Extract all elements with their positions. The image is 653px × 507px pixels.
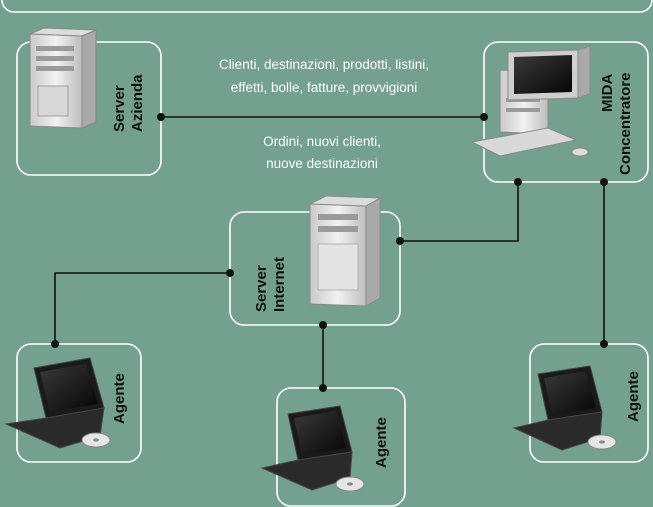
mida-label-line1: MIDA — [599, 74, 616, 112]
flow-outbound-line2: effetti, bolle, fatture, provvigioni — [231, 80, 418, 95]
mida-internet-link — [400, 182, 519, 242]
connector-dot — [480, 113, 488, 121]
agent-left-frame — [16, 343, 142, 463]
connector-dot — [319, 321, 327, 329]
internet-agent-left-link — [54, 272, 230, 344]
connector-dot — [600, 178, 608, 186]
server-azienda-node: Server Azienda — [16, 27, 162, 176]
connector-dot — [319, 384, 327, 392]
connector-dot — [226, 269, 234, 277]
flow-outbound: Clienti, destinazioni, prodotti, listini… — [219, 57, 429, 95]
agent-left-label: Agente — [111, 373, 128, 424]
agent-center-frame — [276, 387, 406, 507]
agent-right-label: Agente — [625, 371, 642, 422]
agent-left-node: Agente — [4, 343, 142, 463]
top-banner-frame — [1, 0, 653, 13]
mida-frame — [483, 41, 649, 183]
laptop-icon — [4, 357, 111, 449]
desktop-computer-icon — [470, 45, 591, 157]
connector-dot — [157, 113, 165, 121]
tower-server-icon — [29, 27, 97, 129]
server-azienda-label-line2: Azienda — [129, 74, 146, 132]
agent-right-frame — [529, 343, 649, 463]
connector-dot — [514, 178, 522, 186]
connector-dot — [600, 340, 608, 348]
connections — [51, 113, 608, 392]
server-azienda-label-line1: Server — [111, 85, 128, 132]
flow-outbound-line1: Clienti, destinazioni, prodotti, listini… — [219, 57, 429, 72]
server-internet-label-line1: Server — [253, 265, 270, 312]
flow-inbound: Ordini, nuovi clienti, nuove destinazion… — [263, 134, 381, 171]
agent-right-node: Agente — [512, 343, 649, 463]
connector-dot — [396, 237, 404, 245]
laptop-icon — [260, 405, 365, 492]
server-internet-label-line2: Internet — [271, 257, 288, 312]
flow-inbound-line2: nuove destinazioni — [266, 156, 378, 171]
laptop-icon — [512, 365, 617, 451]
agent-center-node: Agente — [260, 387, 406, 507]
connector-dot — [51, 340, 59, 348]
internet-server-icon — [309, 195, 382, 307]
mida-node: MIDA Concentratore — [470, 41, 649, 183]
server-internet-node: Server Internet — [229, 195, 401, 326]
mida-label-line2: Concentratore — [617, 72, 634, 175]
flow-inbound-line1: Ordini, nuovi clienti, — [263, 134, 381, 149]
agent-center-label: Agente — [373, 417, 390, 468]
